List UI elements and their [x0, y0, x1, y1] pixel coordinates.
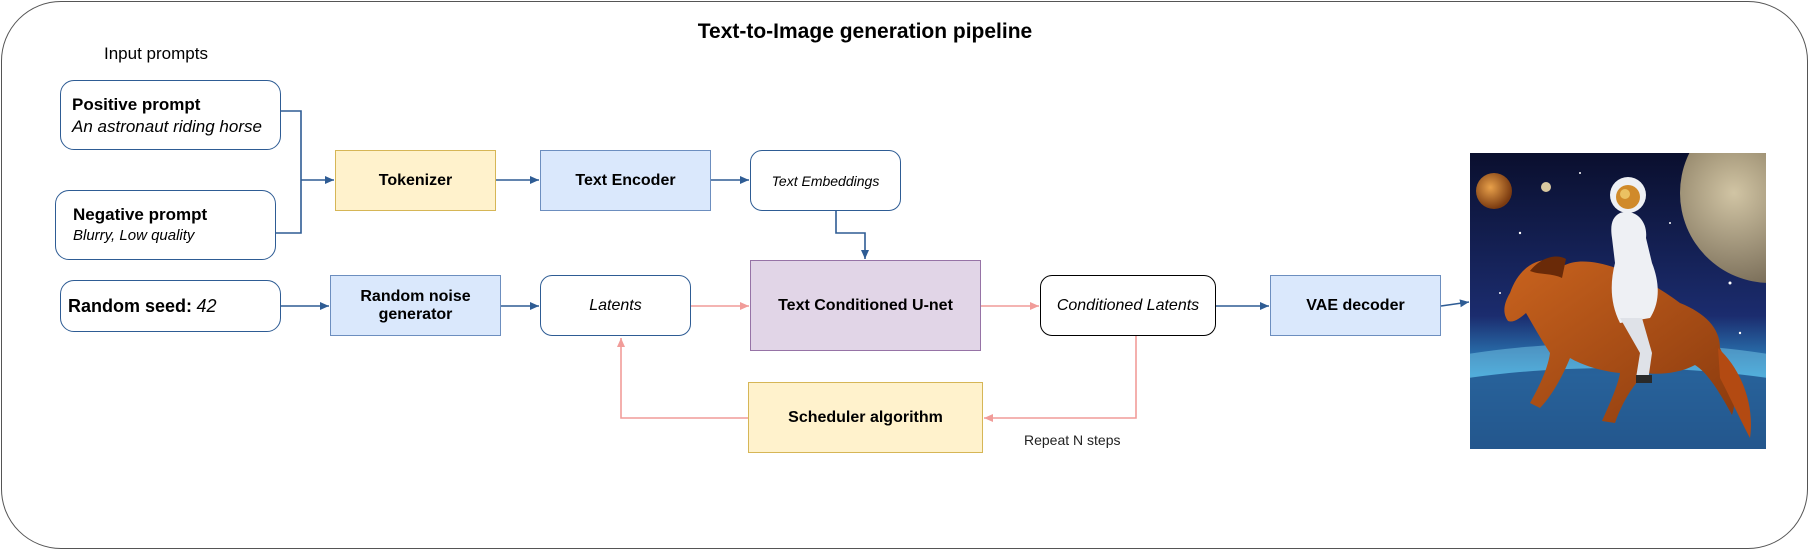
positive-prompt-connector — [276, 110, 302, 234]
random-seed-box: Random seed: 42 — [60, 280, 281, 332]
vae-decoder-node: VAE decoder — [1270, 275, 1441, 336]
conditioned-to-scheduler-arrow — [984, 336, 1137, 422]
scheduler-node: Scheduler algorithm — [748, 382, 983, 453]
random-noise-generator-node: Random noise generator — [330, 275, 501, 336]
embeddings-to-unet-arrow — [835, 211, 869, 259]
astronaut-horse-image — [1470, 153, 1766, 449]
conditioned-latents-node: Conditioned Latents — [1040, 275, 1216, 336]
vae-to-image-arrow — [1440, 299, 1470, 308]
positive-prompt-title: Positive prompt — [72, 95, 201, 114]
latents-label: Latents — [589, 296, 642, 314]
random-seed-label: Random seed: — [68, 296, 193, 316]
input-prompts-label: Input prompts — [104, 44, 208, 63]
repeat-steps-label: Repeat N steps — [1024, 432, 1121, 448]
unet-node: Text Conditioned U-net — [750, 260, 981, 351]
positive-prompt-box: Positive prompt An astronaut riding hors… — [60, 80, 281, 150]
positive-prompt-text: An astronaut riding horse — [72, 117, 262, 136]
scheduler-to-latents-arrow — [617, 338, 748, 419]
tokenizer-node: Tokenizer — [335, 150, 496, 211]
negative-prompt-box: Negative prompt Blurry, Low quality — [55, 190, 276, 260]
text-embeddings-node: Text Embeddings — [750, 150, 901, 211]
text-embeddings-label: Text Embeddings — [771, 172, 880, 189]
text-encoder-node: Text Encoder — [540, 150, 711, 211]
conditioned-latents-label: Conditioned Latents — [1056, 296, 1200, 314]
random-seed-value: 42 — [196, 296, 217, 316]
negative-prompt-title: Negative prompt — [73, 205, 208, 224]
latents-node: Latents — [540, 275, 691, 336]
output-image — [1470, 153, 1766, 449]
negative-prompt-text: Blurry, Low quality — [73, 227, 195, 244]
diagram-title: Text-to-Image generation pipeline — [697, 20, 1033, 43]
